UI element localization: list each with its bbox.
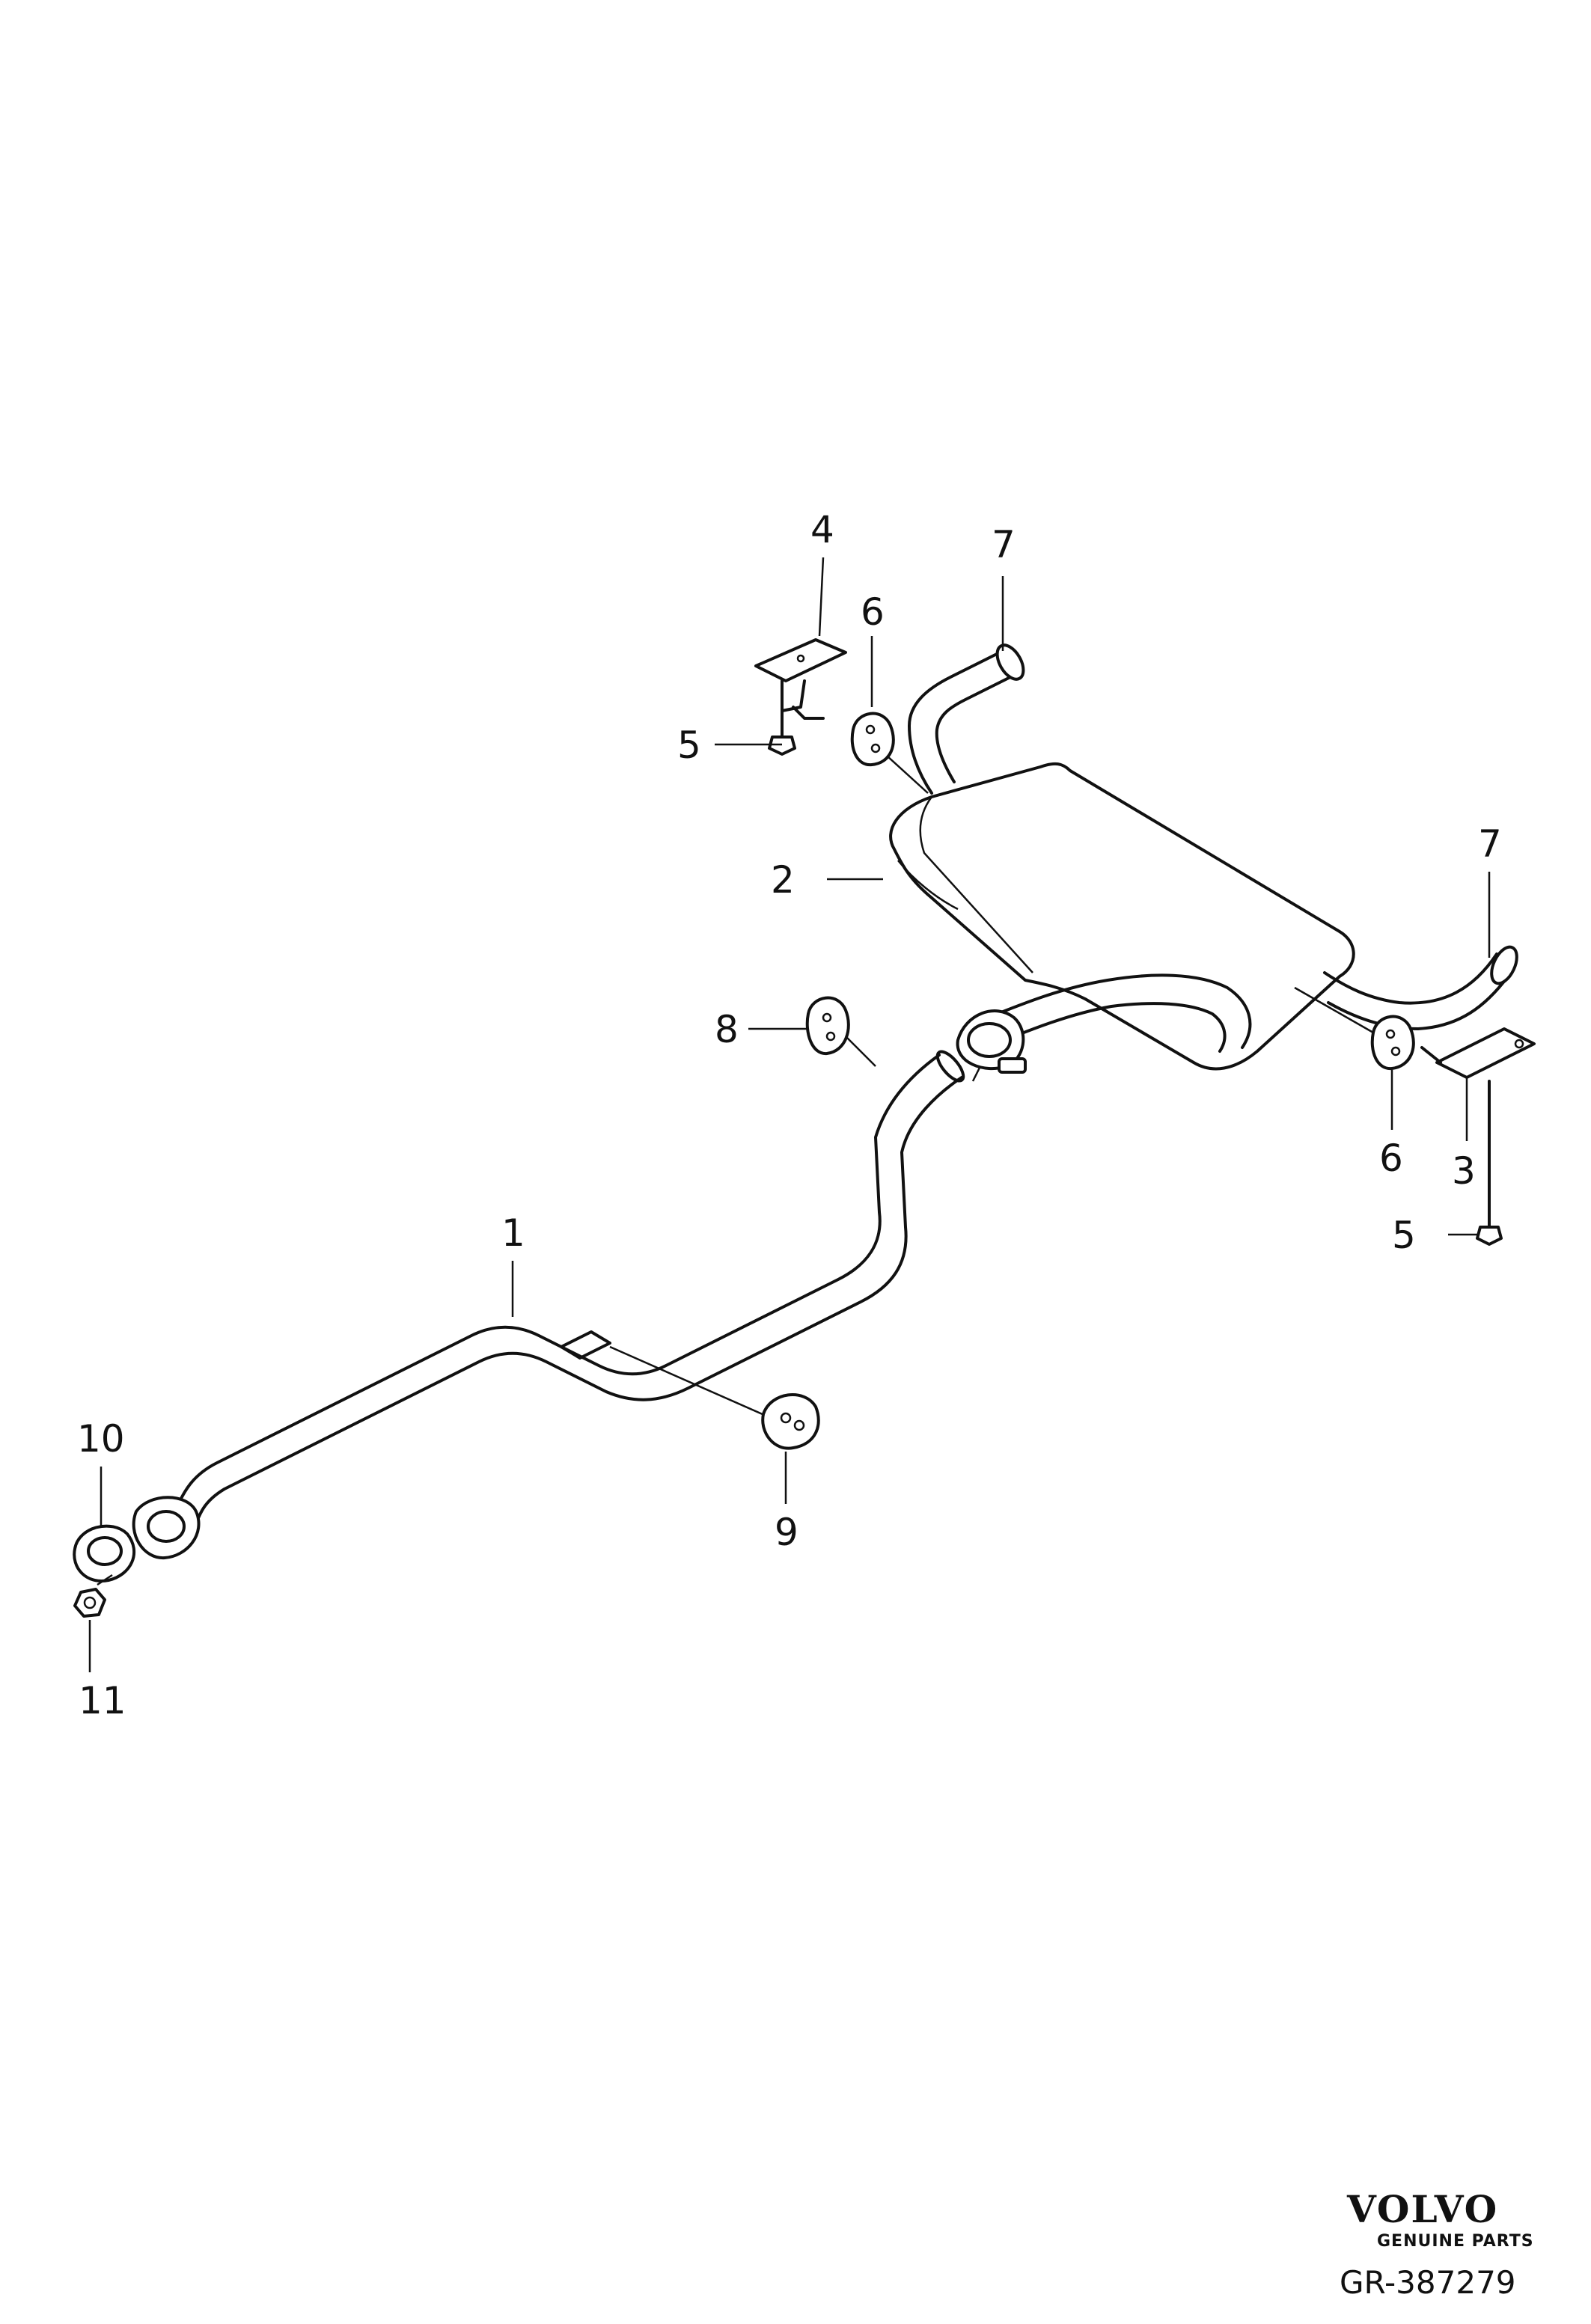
rear-silencer xyxy=(889,762,1355,1071)
callout-leaders xyxy=(88,576,1491,1672)
callout-6-upper: 6 xyxy=(861,590,885,634)
callout-11: 11 xyxy=(79,1679,126,1722)
tail-pipe-right xyxy=(1323,945,1518,1030)
callout-2: 2 xyxy=(771,858,795,902)
flange-gasket xyxy=(73,1524,136,1583)
flange-nut xyxy=(73,1574,113,1618)
genuine-parts-text: GENUINE PARTS xyxy=(1377,2232,1534,2251)
bolt-5-upper xyxy=(768,709,796,756)
rubber-hanger-9 xyxy=(761,1393,820,1450)
callout-9: 9 xyxy=(775,1511,798,1554)
mounting-bracket-3 xyxy=(1420,1027,1536,1141)
tail-pipe-left xyxy=(908,643,1025,795)
rubber-hanger-8 xyxy=(805,996,876,1067)
callout-10: 10 xyxy=(77,1417,125,1461)
callout-5-lower: 5 xyxy=(1392,1214,1416,1257)
illustration-reference: GR-387279 xyxy=(1340,2264,1516,2301)
silencer-inlet-pipe xyxy=(956,973,1252,1082)
bolt-5-lower xyxy=(1476,1080,1503,1246)
callout-1: 1 xyxy=(501,1211,525,1255)
callout-8: 8 xyxy=(715,1008,739,1051)
front-exhaust-pipe xyxy=(132,1050,965,1560)
rubber-hanger-6-lower xyxy=(1294,986,1415,1071)
volvo-logo-text: VOLVO xyxy=(1346,2187,1498,2231)
callout-7-upper: 7 xyxy=(992,523,1016,566)
callout-3: 3 xyxy=(1452,1149,1476,1193)
callout-5-upper: 5 xyxy=(677,724,701,767)
callout-4: 4 xyxy=(810,508,834,551)
callout-6-lower: 6 xyxy=(1379,1137,1403,1180)
callout-7-lower: 7 xyxy=(1478,822,1502,866)
rubber-hanger-6-upper xyxy=(850,712,929,794)
mounting-bracket-4 xyxy=(754,557,847,720)
